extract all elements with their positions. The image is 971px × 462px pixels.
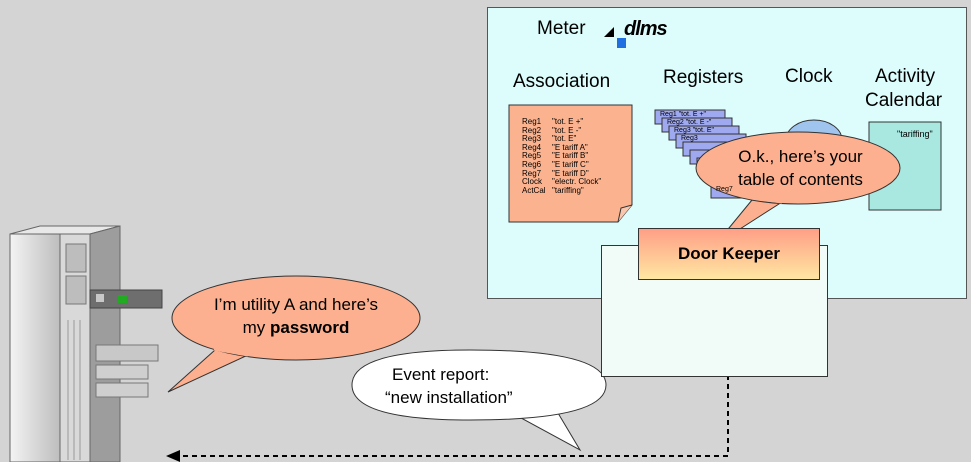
- meter-reply-text-1: O.k., here’s your: [738, 147, 863, 166]
- association-card: [508, 104, 633, 223]
- register-card-text: Reg2 "tot. E -": [667, 119, 712, 126]
- list-item: Reg6"E tariff C": [522, 159, 589, 169]
- association-heading: Association: [513, 71, 611, 92]
- list-item: Reg2"tot. E -": [522, 125, 582, 135]
- list-item: Reg7"E tariff D": [522, 168, 589, 178]
- event-bubble-text-1: Event report:: [392, 365, 490, 384]
- pc-tower-icon: [9, 225, 163, 462]
- activity-heading-line1: Activity: [875, 66, 936, 87]
- calendar-card-text: "tariffing": [897, 129, 933, 139]
- list-item: Clock"electr. Clock": [522, 177, 602, 187]
- utility-bubble-text-1: I’m utility A and here’s: [213, 295, 379, 314]
- utility-bubble: [167, 275, 421, 393]
- register-card-text: Reg1 "tot. E +": [660, 111, 707, 118]
- utility-bubble-text-2: my password: [242, 318, 350, 337]
- meter-reply-text-2: table of contents: [738, 170, 863, 189]
- list-item: Reg4"E tariff A": [522, 142, 588, 152]
- register-card-text: Reg3 "tot. E": [674, 127, 714, 134]
- meter-reply-bubble: [695, 131, 901, 246]
- clock-heading: Clock: [785, 66, 833, 87]
- event-bubble-text-2: “new installation”: [385, 388, 513, 407]
- meter-title: Meter: [537, 18, 586, 39]
- dlms-logo-text: dlms: [624, 18, 668, 40]
- door-keeper-label: Door Keeper: [638, 228, 820, 280]
- list-item: ActCal"tariffing": [522, 185, 584, 195]
- association-list: Reg1"tot. E +" Reg2"tot. E -" Reg3"tot. …: [522, 117, 602, 195]
- activity-heading-line2: Calendar: [865, 90, 943, 111]
- list-item: Reg1"tot. E +": [522, 117, 584, 126]
- register-card-text: Reg3: [681, 135, 698, 142]
- dlms-logo-icon: [604, 27, 626, 48]
- list-item: Reg5"E tariff B": [522, 151, 589, 161]
- event-report-arrow: [166, 375, 729, 462]
- list-item: Reg3"tot. E": [522, 134, 577, 144]
- registers-heading: Registers: [663, 67, 744, 88]
- register-card-text: Reg7: [716, 186, 733, 193]
- event-bubble: [351, 349, 607, 452]
- calendar-card: [868, 121, 942, 211]
